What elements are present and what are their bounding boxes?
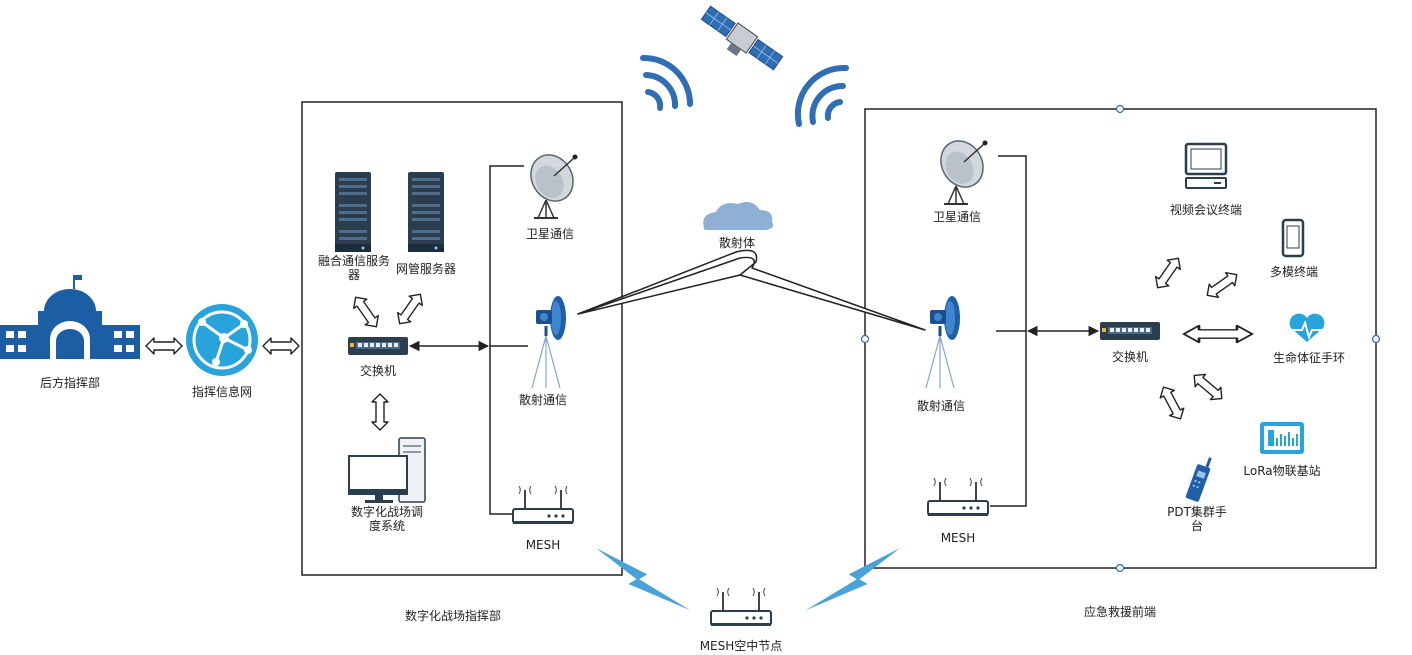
dispatch-computer-icon: [348, 437, 426, 503]
left-switch-icon: [348, 337, 408, 355]
video-terminal-label: 视频会议终端: [1169, 203, 1242, 217]
right-switch-icon: [1100, 322, 1160, 340]
right-bus-lines: [990, 155, 1027, 507]
server-switch-arrow-2-icon: [392, 288, 428, 330]
right-scatter-antenna-icon: [924, 294, 962, 390]
cloud-icon: [703, 202, 774, 230]
converged-server-label: 融合通信服务器: [317, 254, 390, 282]
left-switch-label: 交换机: [359, 364, 396, 378]
lora-station-icon: [1260, 422, 1304, 454]
left-panel-caption: 数字化战场指挥部: [404, 609, 501, 623]
left-panel-frame: [301, 101, 623, 576]
right-scatter-label: 散射通信: [916, 399, 965, 413]
pdt-handset-label: PDT集群手台: [1167, 505, 1227, 533]
left-bus-lines: [489, 165, 524, 515]
switch-pdt-arrow-icon: [1155, 382, 1189, 424]
rear-hq-building-icon: [0, 275, 140, 359]
right-mesh-router-icon: [927, 477, 989, 517]
switch-vital-arrow-icon: [1182, 324, 1254, 344]
nm-server-icon: [408, 172, 444, 252]
dispatch-system-label: 数字化战场调度系统: [350, 505, 423, 533]
nm-server-label: 网管服务器: [395, 262, 456, 276]
heartbeat-icon: [1289, 313, 1325, 342]
left-scatter-antenna-icon: [530, 294, 568, 390]
scatter-beam: [577, 256, 926, 331]
server-switch-arrow-1-icon: [348, 291, 384, 333]
pdt-handset-icon: [1185, 457, 1212, 502]
signal-waves-right-icon: [794, 64, 849, 127]
right-satellite-label: 卫星通信: [932, 210, 981, 224]
mesh-air-node-label: MESH空中节点: [699, 639, 783, 653]
multimode-terminal-label: 多模终端: [1269, 265, 1318, 279]
vital-band-label: 生命体征手环: [1272, 351, 1345, 365]
globe-network-icon: [186, 304, 258, 376]
mobile-phone-icon: [1281, 218, 1305, 258]
video-terminal-icon: [1184, 142, 1228, 189]
right-mesh-label: MESH: [940, 531, 976, 545]
lora-station-label: LoRa物联基站: [1243, 464, 1321, 478]
switch-video-arrow-icon: [1150, 252, 1186, 294]
network-panel-double-arrow-icon: [262, 337, 300, 355]
converged-server-icon: [335, 172, 371, 252]
right-satellite-dish-icon: [931, 132, 993, 205]
rear-hq-label: 后方指挥部: [39, 376, 100, 390]
lightning-right-icon: [805, 548, 900, 611]
satellite-icon: [700, 5, 784, 71]
right-switch-label: 交换机: [1111, 350, 1148, 364]
signal-waves-left-icon: [640, 54, 693, 111]
mesh-air-node-icon: [710, 587, 772, 627]
hq-network-double-arrow-icon: [145, 337, 183, 355]
switch-multimode-arrow-icon: [1201, 267, 1243, 303]
switch-dispatch-arrow-icon: [371, 393, 389, 431]
scatterer-label: 散射体: [718, 236, 755, 250]
left-satellite-dish-icon: [521, 146, 583, 219]
command-network-label: 指挥信息网: [191, 385, 252, 399]
left-satellite-label: 卫星通信: [525, 227, 574, 241]
right-panel-caption: 应急救援前端: [1083, 605, 1156, 619]
selection-handles[interactable]: [860, 104, 1381, 573]
left-mesh-router-icon: [512, 485, 574, 525]
switch-lora-arrow-icon: [1188, 368, 1228, 406]
left-scatter-label: 散射通信: [518, 393, 567, 407]
lightning-left-icon: [596, 548, 691, 611]
left-mesh-label: MESH: [525, 538, 561, 552]
scatter-beam-upper: [577, 249, 758, 315]
